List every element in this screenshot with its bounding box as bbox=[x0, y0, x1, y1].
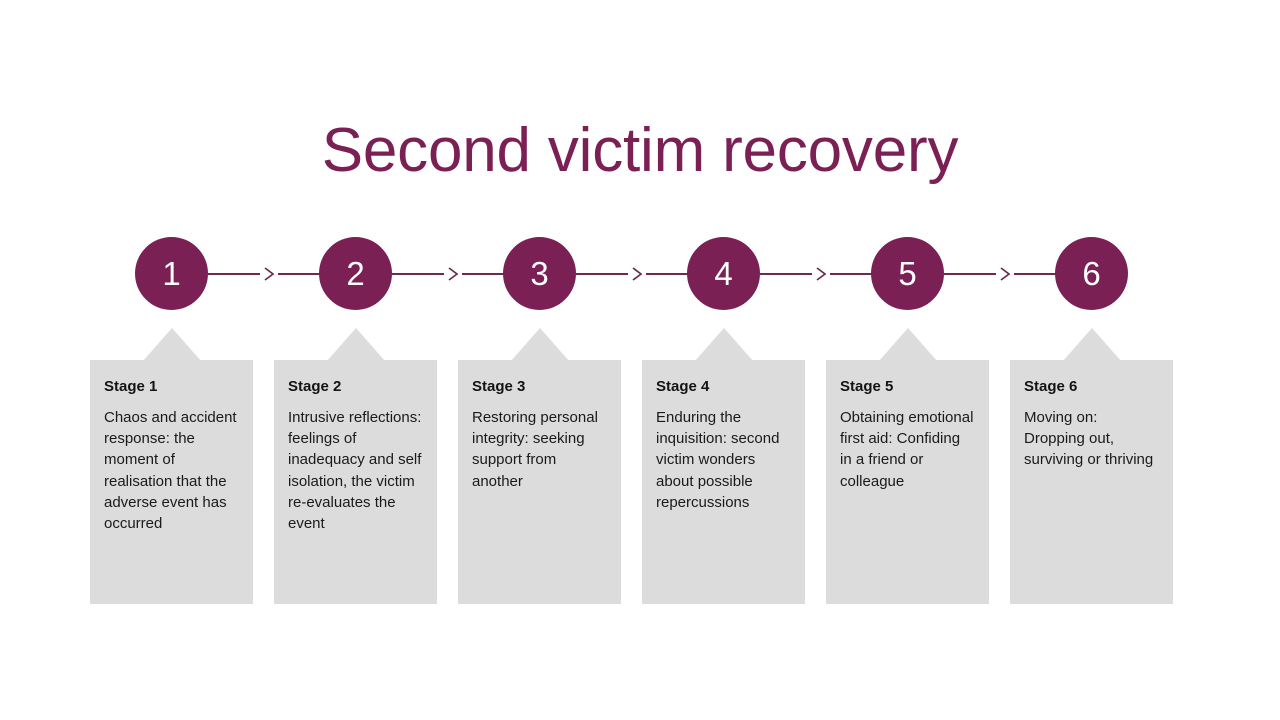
connector-3-4 bbox=[576, 267, 706, 281]
card-notch-2 bbox=[327, 328, 385, 361]
stage-node-5[interactable]: 5 bbox=[871, 237, 944, 310]
connector-line-right bbox=[646, 273, 706, 275]
page-title: Second victim recovery bbox=[321, 116, 959, 185]
stage-card-heading: Stage 6 bbox=[1024, 378, 1078, 395]
connector-line-right bbox=[278, 273, 338, 275]
connector-line-left bbox=[760, 273, 812, 275]
stage-card-3[interactable]: Stage 3 Restoring personal integrity: se… bbox=[458, 360, 621, 604]
card-notch-6 bbox=[1063, 328, 1121, 361]
stage-card-heading: Stage 1 bbox=[104, 378, 158, 395]
stage-card-6[interactable]: Stage 6 Moving on: Dropping out, survivi… bbox=[1010, 360, 1173, 604]
process-track: 1 2 3 4 5 6 bbox=[0, 237, 1280, 311]
connector-line-right bbox=[830, 273, 890, 275]
stage-node-2[interactable]: 2 bbox=[319, 237, 392, 310]
card-notch-1 bbox=[143, 328, 201, 361]
card-notch-4 bbox=[695, 328, 753, 361]
stage-card-2[interactable]: Stage 2 Intrusive reflections: feelings … bbox=[274, 360, 437, 604]
stage-card-text: Moving on: Dropping out, surviving or th… bbox=[1024, 408, 1154, 469]
stage-card-text: Restoring personal integrity: seeking su… bbox=[472, 408, 598, 490]
connector-4-5 bbox=[760, 267, 890, 281]
stage-card-heading: Stage 3 bbox=[472, 378, 526, 395]
stage-card-text: Intrusive reflections: feelings of inade… bbox=[288, 408, 422, 533]
stage-card-5[interactable]: Stage 5 Obtaining emotional first aid: C… bbox=[826, 360, 989, 604]
connector-line-left bbox=[576, 273, 628, 275]
connector-line-right bbox=[1014, 273, 1074, 275]
chevron-right-icon bbox=[446, 266, 460, 282]
stage-node-4[interactable]: 4 bbox=[687, 237, 760, 310]
stage-card-heading: Stage 2 bbox=[288, 378, 342, 395]
connector-line-left bbox=[208, 273, 260, 275]
stage-card-4[interactable]: Stage 4 Enduring the inquisition: second… bbox=[642, 360, 805, 604]
card-notch-3 bbox=[511, 328, 569, 361]
connector-1-2 bbox=[208, 267, 338, 281]
connector-5-6 bbox=[944, 267, 1074, 281]
chevron-right-icon bbox=[998, 266, 1012, 282]
stage-card-text: Obtaining emotional first aid: Confiding… bbox=[840, 408, 974, 490]
connector-line-left bbox=[392, 273, 444, 275]
chevron-right-icon bbox=[262, 266, 276, 282]
stage-node-1[interactable]: 1 bbox=[135, 237, 208, 310]
stage-card-text: Chaos and accident response: the moment … bbox=[104, 408, 237, 533]
stage-node-3[interactable]: 3 bbox=[503, 237, 576, 310]
stage-card-heading: Stage 5 bbox=[840, 378, 894, 395]
chevron-right-icon bbox=[630, 266, 644, 282]
stage-card-heading: Stage 4 bbox=[656, 378, 710, 395]
chevron-right-icon bbox=[814, 266, 828, 282]
connector-line-right bbox=[462, 273, 522, 275]
card-notch-5 bbox=[879, 328, 937, 361]
stage-node-6[interactable]: 6 bbox=[1055, 237, 1128, 310]
connector-2-3 bbox=[392, 267, 522, 281]
stage-card-1[interactable]: Stage 1 Chaos and accident response: the… bbox=[90, 360, 253, 604]
stage-card-text: Enduring the inquisition: second victim … bbox=[656, 408, 780, 511]
connector-line-left bbox=[944, 273, 996, 275]
